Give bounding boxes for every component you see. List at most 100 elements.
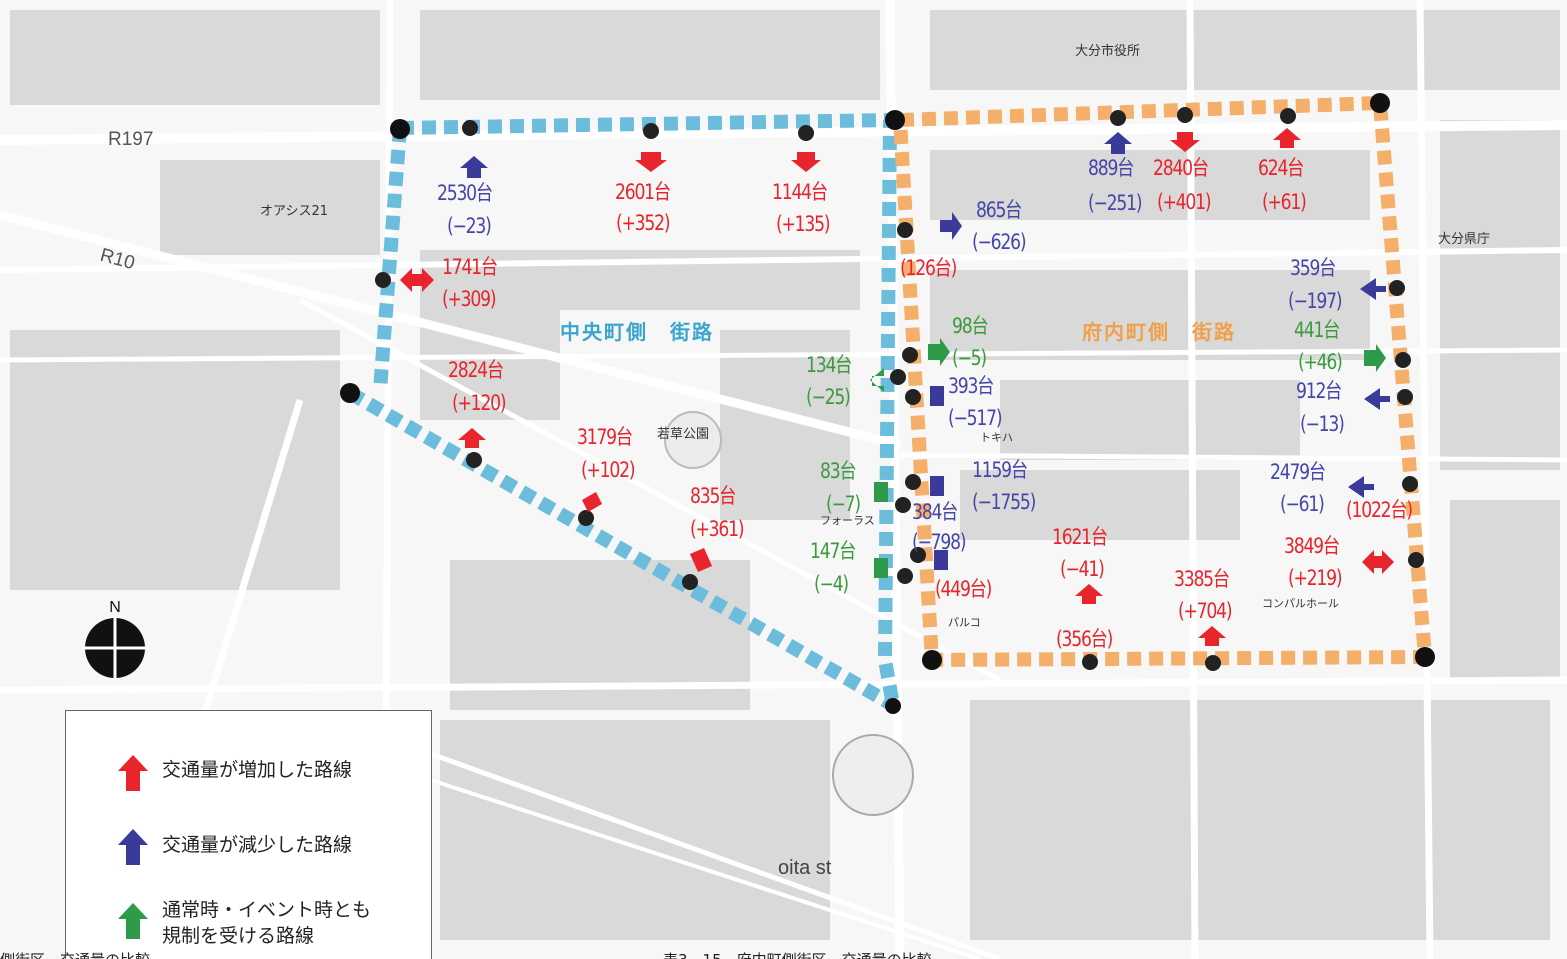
arrow-835 bbox=[690, 548, 712, 572]
count-1159: 1159台 bbox=[972, 458, 1028, 482]
north-compass-icon: N bbox=[85, 599, 145, 678]
arrow-147 bbox=[874, 558, 888, 578]
count-3385: 3385台 bbox=[1174, 567, 1230, 591]
caption-right: 表3－15 府内町側街区 交通量の比較 bbox=[663, 949, 932, 959]
decrease-arrows bbox=[460, 132, 1390, 570]
arrow-1144 bbox=[791, 152, 821, 172]
count-147: 147台 bbox=[810, 539, 856, 563]
count-3179: 3179台 bbox=[577, 425, 633, 449]
change-624: (+61) bbox=[1262, 190, 1307, 214]
extra-1621: (356台) bbox=[1056, 627, 1113, 651]
station-roundabout bbox=[832, 734, 914, 816]
place-parco: パルコ bbox=[948, 616, 981, 629]
place-tokiwa: トキハ bbox=[980, 431, 1013, 444]
place-oasis21: オアシス21 bbox=[260, 204, 329, 219]
survey-points bbox=[375, 107, 1424, 671]
change-912: (−13) bbox=[1300, 412, 1345, 436]
place-station: oita st bbox=[778, 857, 832, 879]
count-83: 83台 bbox=[820, 459, 857, 483]
count-624: 624台 bbox=[1258, 156, 1304, 180]
extra-384: (449台) bbox=[935, 577, 992, 601]
legend-decrease: 交通量が減少した路線 bbox=[162, 834, 353, 856]
change-83: (−7) bbox=[826, 492, 861, 516]
arrow-1159 bbox=[930, 476, 944, 496]
arrow-98 bbox=[928, 338, 950, 366]
count-2824: 2824台 bbox=[448, 358, 504, 382]
park-circle bbox=[664, 411, 722, 469]
change-2824: (+120) bbox=[452, 391, 507, 415]
place-city-hall: 大分市役所 bbox=[1075, 44, 1141, 59]
count-835: 835台 bbox=[690, 484, 736, 508]
arrow-3385 bbox=[1198, 626, 1226, 646]
count-1741: 1741台 bbox=[442, 255, 498, 279]
legend-increase: 交通量が増加した路線 bbox=[162, 759, 353, 781]
change-865: (−626) bbox=[972, 230, 1027, 254]
count-2840: 2840台 bbox=[1153, 156, 1209, 180]
change-2840: (+401) bbox=[1157, 190, 1212, 214]
count-889: 889台 bbox=[1088, 156, 1134, 180]
arrow-359 bbox=[1360, 278, 1386, 300]
change-2601: (+352) bbox=[616, 211, 671, 235]
count-393: 393台 bbox=[948, 374, 994, 398]
count-2601: 2601台 bbox=[615, 180, 671, 204]
count-441: 441台 bbox=[1294, 318, 1340, 342]
node-7 bbox=[1415, 647, 1435, 667]
count-3849: 3849台 bbox=[1284, 534, 1340, 558]
change-441: (+46) bbox=[1298, 350, 1343, 374]
arrow-1741 bbox=[400, 268, 434, 292]
change-3179: (+102) bbox=[581, 458, 636, 482]
arrow-2530 bbox=[460, 156, 488, 178]
node-4 bbox=[922, 650, 942, 670]
arrow-83 bbox=[874, 482, 888, 502]
change-3385: (+704) bbox=[1178, 599, 1233, 623]
arrow-889 bbox=[1104, 132, 1132, 154]
legend: 交通量が増加した路線 交通量が減少した路線 通常時・イベント時とも 規制を受ける… bbox=[65, 710, 432, 959]
extra-2479: (1022台) bbox=[1346, 498, 1413, 522]
place-pref-office: 大分県庁 bbox=[1438, 232, 1491, 247]
route-nodes bbox=[340, 93, 1435, 714]
node-5 bbox=[885, 698, 901, 714]
node-6 bbox=[1370, 93, 1390, 113]
chuo-route bbox=[346, 112, 900, 712]
compass-n-label: N bbox=[109, 599, 121, 616]
count-1144: 1144台 bbox=[772, 180, 828, 204]
change-3849: (+219) bbox=[1288, 566, 1343, 590]
regulated-arrows bbox=[870, 338, 1386, 578]
legend-regulated-2: 規制を受ける路線 bbox=[162, 925, 315, 947]
place-park: 若草公園 bbox=[657, 427, 710, 442]
arrow-1621 bbox=[1075, 584, 1103, 604]
increase-arrows bbox=[400, 128, 1394, 646]
arrow-3849 bbox=[1362, 550, 1394, 574]
change-889: (−251) bbox=[1088, 191, 1143, 215]
change-835: (+361) bbox=[690, 517, 745, 541]
count-2530: 2530台 bbox=[437, 181, 493, 205]
count-134: 134台 bbox=[806, 353, 852, 377]
arrow-441 bbox=[1364, 344, 1386, 372]
count-2479: 2479台 bbox=[1270, 460, 1326, 484]
caption-left: 側街区 交通量の比較 bbox=[0, 949, 150, 959]
district-chuo: 中央町側 街路 bbox=[560, 320, 714, 344]
arrow-134 bbox=[870, 368, 884, 392]
arrow-865 bbox=[940, 212, 962, 240]
arrow-912 bbox=[1364, 388, 1390, 410]
count-384: 384台 bbox=[912, 500, 958, 524]
change-147: (−4) bbox=[814, 572, 849, 596]
arrow-2840 bbox=[1170, 132, 1200, 152]
road-label-r197: R197 bbox=[108, 129, 154, 150]
change-2479: (−61) bbox=[1280, 492, 1325, 516]
district-funai: 府内町側 街路 bbox=[1082, 320, 1236, 344]
legend-green-arrow-icon bbox=[118, 903, 148, 939]
node-2 bbox=[340, 383, 360, 403]
change-2530: (−23) bbox=[447, 214, 492, 238]
arrow-384 bbox=[934, 550, 948, 570]
change-1621: (−41) bbox=[1060, 557, 1105, 581]
count-865: 865台 bbox=[976, 198, 1022, 222]
legend-regulated-1: 通常時・イベント時とも bbox=[162, 899, 372, 921]
change-98: (−5) bbox=[952, 346, 987, 370]
count-912: 912台 bbox=[1296, 379, 1342, 403]
arrow-3179 bbox=[582, 492, 602, 512]
change-1159: (−1755) bbox=[972, 490, 1036, 514]
legend-blue-arrow-icon bbox=[118, 829, 148, 865]
